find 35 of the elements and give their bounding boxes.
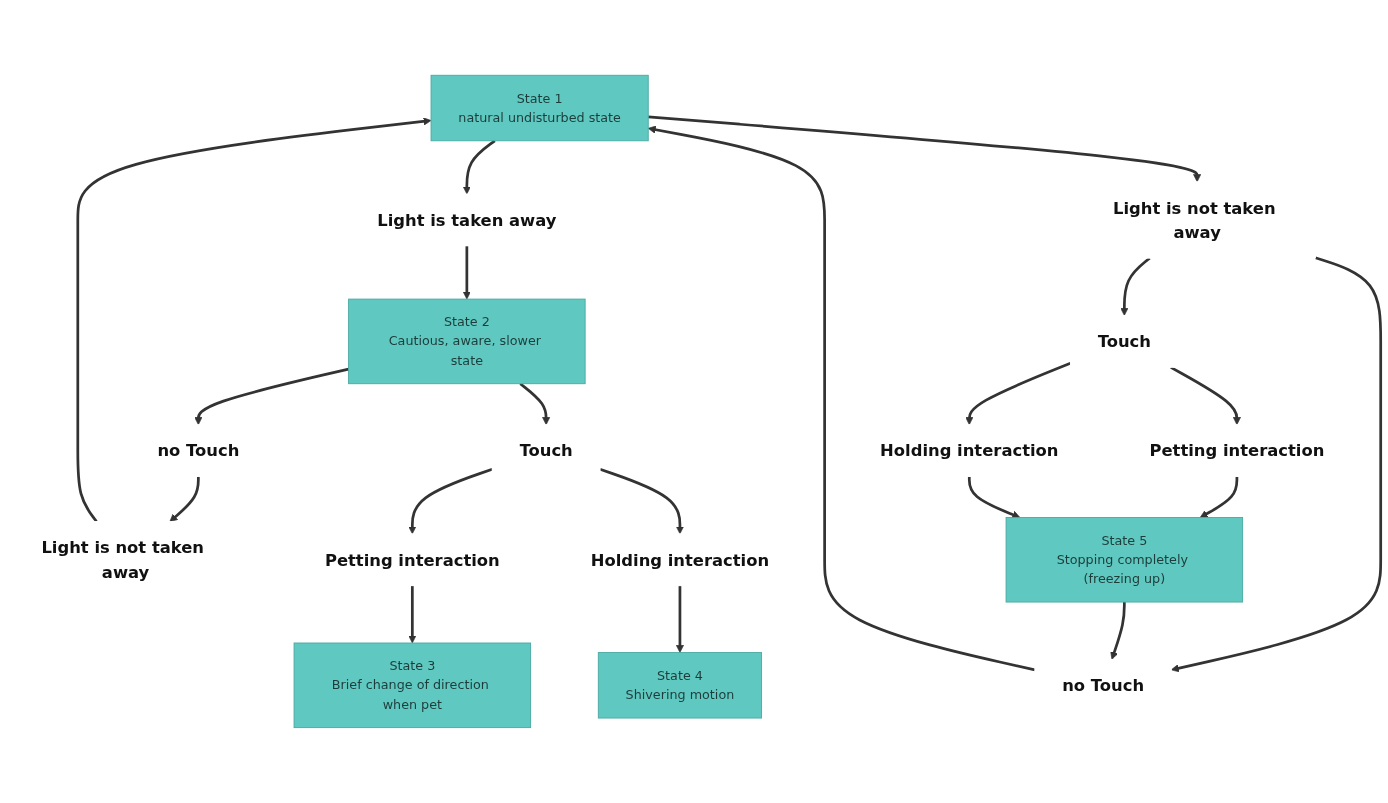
arrow <box>1199 476 1239 518</box>
arrow <box>1170 366 1241 426</box>
arrow <box>647 125 1036 672</box>
node-box: State 3 Brief change of direction when pet <box>293 642 532 729</box>
node-text: Touch <box>1097 331 1151 351</box>
node-text: Touch <box>519 441 573 461</box>
node-box: State 2 Cautious, aware, slower state <box>348 298 586 385</box>
arrow <box>76 117 432 523</box>
arrow <box>599 468 684 535</box>
arrow <box>519 382 551 426</box>
node-text: Holding interaction <box>880 441 1059 461</box>
arrow <box>408 468 493 535</box>
arrow <box>965 362 1071 426</box>
node-text: no Touch <box>157 441 240 461</box>
arrow <box>194 367 349 426</box>
arrow <box>462 139 496 195</box>
arrow <box>1171 256 1383 673</box>
arrow <box>169 476 200 522</box>
arrow <box>967 476 1021 519</box>
node-text: no Touch <box>1062 675 1145 695</box>
node-text: Holding interaction <box>590 550 770 570</box>
node-text: Petting interaction <box>324 550 500 570</box>
node-box: State 5 Stopping completely (freezing up) <box>1005 517 1244 603</box>
node-text: Light is taken away <box>377 210 557 230</box>
arrow <box>1120 257 1151 316</box>
node-text: Light is not taken away <box>1112 198 1276 242</box>
node-text: Petting interaction <box>1149 441 1325 461</box>
node-box: State 4 Shivering motion <box>597 652 763 719</box>
node-text: Light is not taken away <box>41 537 204 582</box>
arrow <box>675 585 684 653</box>
arrow <box>408 585 417 644</box>
arrow <box>648 115 1202 183</box>
arrow <box>462 245 471 300</box>
node-box: State 1 natural undisturbed state <box>430 74 649 142</box>
arrow <box>1110 602 1126 660</box>
